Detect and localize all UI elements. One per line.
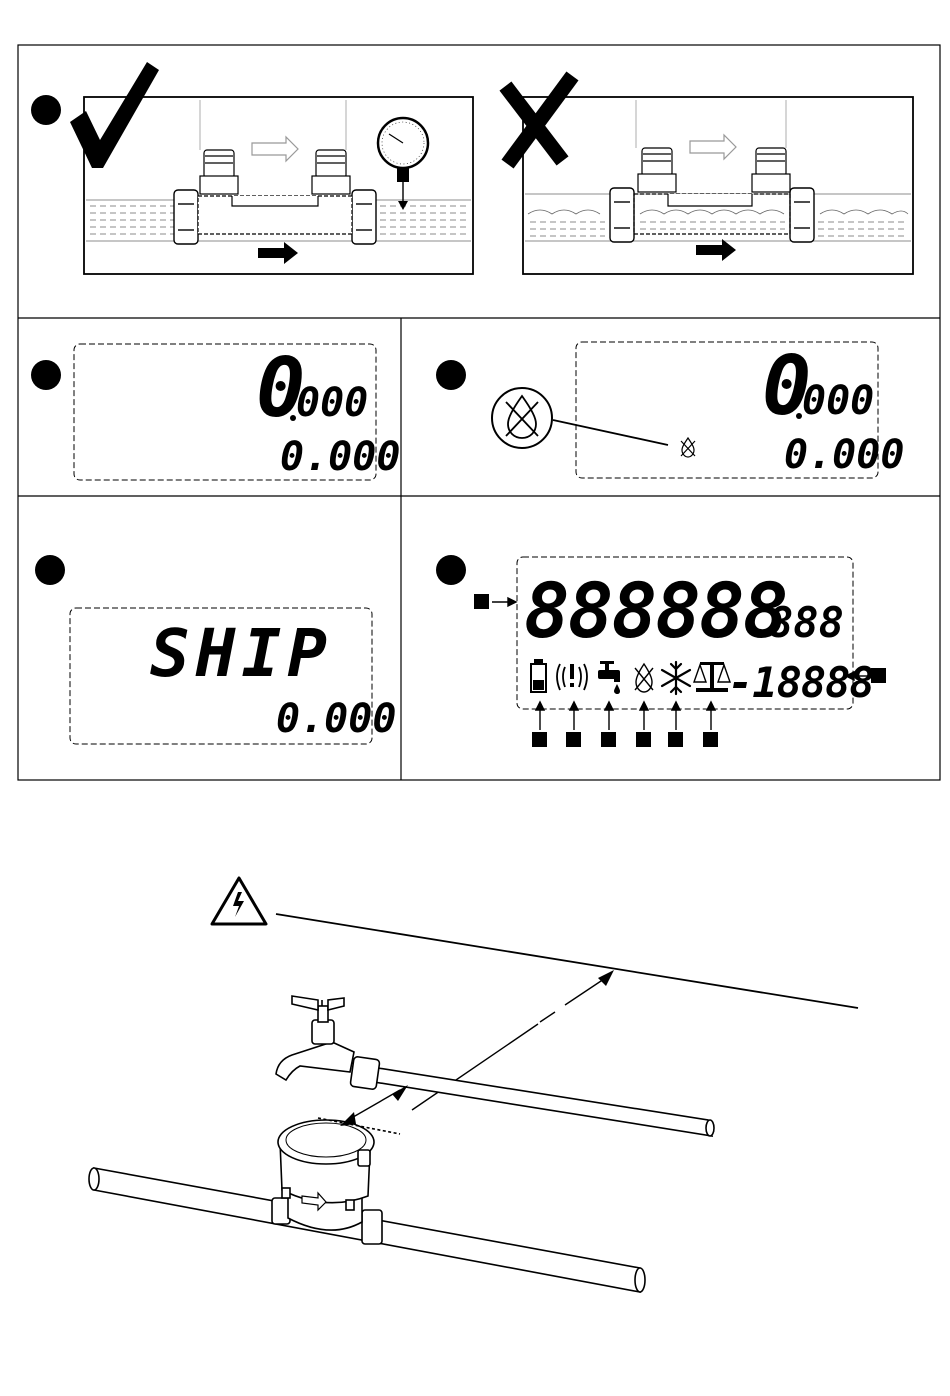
panel-6-segment-legend: 888888 888 -18888	[436, 555, 886, 747]
coupling-left	[610, 188, 634, 242]
lcd-total-reading: 0.000	[784, 432, 904, 478]
clearance-arrow-head-icon	[392, 1085, 408, 1101]
panel-1-correct-install	[31, 62, 473, 274]
coupling-right	[790, 188, 814, 242]
lcd-secondary-reading: -18888	[728, 658, 874, 707]
measure-line-gap	[540, 1012, 555, 1022]
panel-2-incorrect-install	[510, 82, 913, 274]
lcd-main-digits: 888888	[524, 566, 787, 655]
lcd-total-reading: 0.000	[276, 696, 396, 742]
callout-line	[553, 420, 668, 445]
alarm-icon	[557, 664, 587, 690]
earthing-reference-line	[276, 914, 858, 1008]
step-marker-6	[436, 555, 466, 585]
snowflake-icon	[662, 662, 690, 694]
panel-5-display-ship: SHIP 0.000	[35, 555, 396, 744]
step-marker-1	[31, 95, 61, 125]
high-voltage-warning-icon	[212, 878, 266, 924]
panel-3-display-zero: 0 000 0.000	[31, 341, 400, 480]
lcd-main-fraction: 000	[802, 378, 874, 424]
panel-4-display-no-water: 0 000 0.000	[436, 339, 904, 478]
clearance-line	[348, 1090, 400, 1120]
lcd-main-fraction: 888	[768, 598, 844, 647]
coupling-right	[352, 190, 376, 244]
coupling-left	[174, 190, 198, 244]
no-water-drop-icon	[681, 438, 695, 457]
tap-flow-icon	[598, 661, 620, 694]
clearance-arrow-head-icon	[340, 1112, 356, 1126]
lcd-main-fraction: 000	[296, 380, 368, 426]
tap-pipe	[276, 996, 714, 1136]
no-water-drop-icon	[635, 664, 653, 692]
step-marker-4	[436, 360, 466, 390]
battery-icon	[531, 660, 546, 692]
scale-icon	[694, 662, 730, 692]
lcd-total-reading: 0.000	[280, 434, 400, 480]
earthing-illustration	[89, 878, 858, 1292]
lcd-status-word: SHIP	[150, 615, 333, 692]
step-marker-3	[31, 360, 61, 390]
measure-arrow-head-icon	[598, 970, 614, 986]
step-marker-5	[35, 555, 65, 585]
no-water-drop-icon	[492, 388, 552, 448]
